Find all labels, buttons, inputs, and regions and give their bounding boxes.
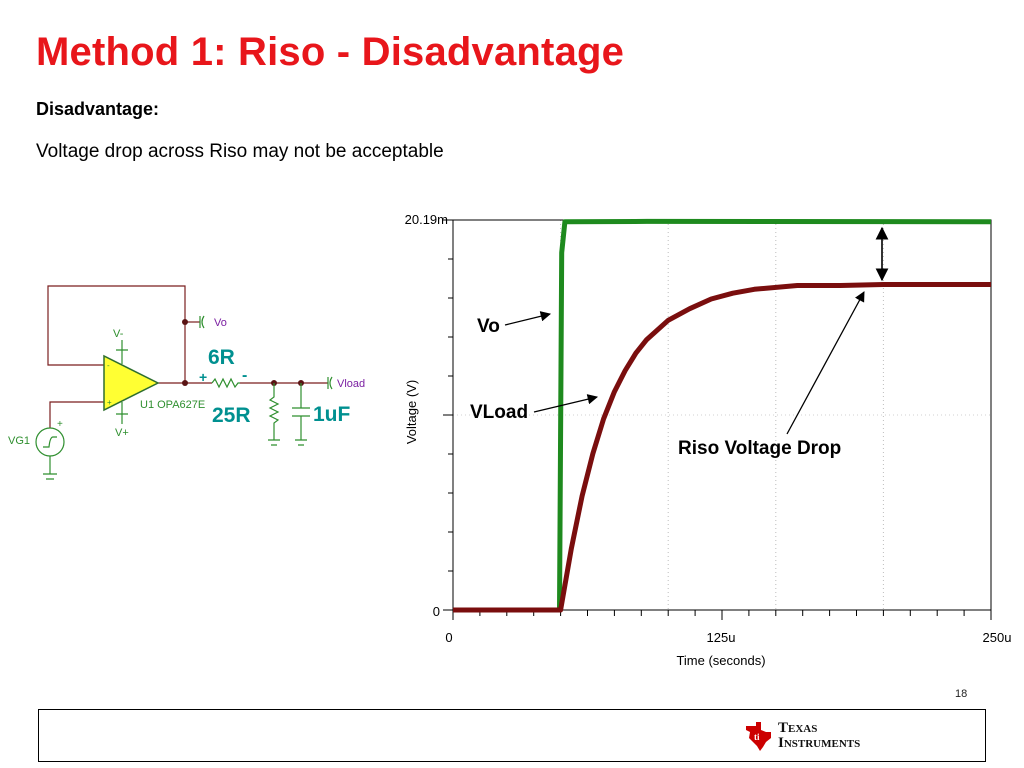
riso-drop-annotation: Riso Voltage Drop xyxy=(678,438,841,459)
vload-net-label: Vload xyxy=(337,378,365,390)
x-tick-label-125u: 125u xyxy=(707,630,736,645)
svg-text:ti: ti xyxy=(754,732,760,742)
series-line-vload xyxy=(453,282,991,613)
chart-grid xyxy=(453,220,991,610)
step-icon xyxy=(43,436,57,448)
vload-annotation: VLoad xyxy=(470,402,528,423)
ti-wordmark: TEXAS INSTRUMENTS xyxy=(778,720,861,751)
node-output xyxy=(182,380,188,386)
x-axis-title: Time (seconds) xyxy=(676,653,765,668)
disadvantage-heading: Disadvantage: xyxy=(36,99,160,119)
node-vo xyxy=(182,319,188,325)
vo-annotation: Vo xyxy=(477,316,500,337)
vo-annotation-arrow xyxy=(504,311,552,326)
y-tick-label-top: 20.19m xyxy=(405,212,448,227)
riso-value: 6R xyxy=(208,346,235,369)
chart-series xyxy=(453,218,992,613)
riso-minus-sign: - xyxy=(242,367,247,384)
vminus-label: V- xyxy=(113,328,124,340)
u1-label: U1 OPA627E xyxy=(140,399,205,411)
y-tick-label-zero: 0 xyxy=(433,604,440,619)
page-number: 18 xyxy=(955,688,968,700)
vplus-supply xyxy=(116,402,128,424)
footer-bar xyxy=(38,709,986,762)
rload-resistor xyxy=(268,383,280,446)
rload-value: 25R xyxy=(212,404,251,427)
vo-probe xyxy=(199,315,205,329)
vg1-plus-sign: + xyxy=(57,419,63,430)
vload-annotation-arrow xyxy=(533,394,599,413)
cload-value: 1uF xyxy=(313,403,351,426)
slide-title: Method 1: Riso - Disadvantage xyxy=(36,30,625,74)
riso-plus-sign: + xyxy=(199,369,207,385)
voltage-chart: 20.19m 0 0 125u 250u Time (seconds) Volt… xyxy=(404,212,1012,668)
opamp-minus-pin: - xyxy=(107,361,110,370)
vo-net-label: Vo xyxy=(214,317,227,329)
texas-state-icon: ti xyxy=(746,722,771,751)
vplus-label: V+ xyxy=(115,427,129,439)
x-tick-label-250u: 250u xyxy=(983,630,1012,645)
texas-instruments-logo: ti TEXAS INSTRUMENTS xyxy=(744,720,874,752)
disadvantage-text: Voltage drop across Riso may not be acce… xyxy=(36,141,444,162)
y-axis-title: Voltage (V) xyxy=(404,380,419,444)
input-wire xyxy=(49,401,104,428)
series-line-vo xyxy=(453,218,992,613)
x-tick-label-0: 0 xyxy=(445,630,452,645)
vg1-ground xyxy=(43,456,57,480)
feedback-wire xyxy=(47,285,186,383)
opamp-plus-pin: + xyxy=(107,398,112,407)
vload-probe xyxy=(327,376,333,390)
circuit-schematic: - + V- V+ U1 OPA627E Vo Vload 6R + - 25R… xyxy=(8,285,365,480)
vg1-label: VG1 xyxy=(8,435,30,447)
cload-capacitor xyxy=(292,383,310,446)
riso-resistor xyxy=(211,377,240,389)
vminus-supply xyxy=(116,340,128,364)
opamp-symbol xyxy=(103,354,160,412)
riso-drop-arrow xyxy=(786,291,865,435)
